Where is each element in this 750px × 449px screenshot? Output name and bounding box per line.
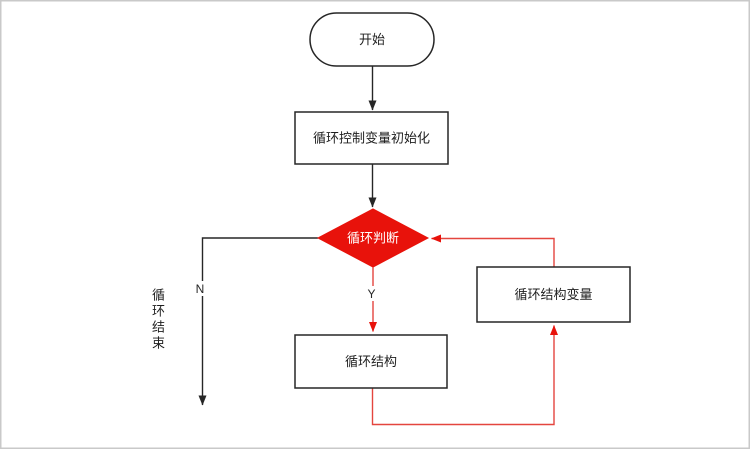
loop-var-node-shape: [476, 266, 631, 323]
edge-loop-var-to-decision: [431, 234, 555, 267]
branch-label-yes: Y: [366, 286, 377, 301]
init-node-label: 循环控制变量初始化: [313, 131, 430, 146]
branch-label-yes-bg: [366, 286, 377, 301]
loop-end-label: 循环结束: [150, 288, 165, 352]
branch-label-no-text: N: [196, 282, 205, 296]
loop-body-node: 循环结构: [294, 334, 448, 389]
start-node-shape: [309, 12, 435, 67]
init-node: 循环控制变量初始化: [294, 111, 449, 165]
start-node-label: 开始: [359, 32, 385, 47]
decision-node: 循环判断: [316, 208, 430, 268]
edge-decision-no-exit: [198, 237, 318, 406]
edge-loop-body-to-loop-var: [371, 325, 558, 426]
loop-var-node: 循环结构变量: [476, 266, 631, 323]
branch-label-no-bg: [195, 281, 205, 296]
decision-node-label: 循环判断: [347, 231, 399, 246]
loop-var-node-label: 循环结构变量: [514, 287, 592, 302]
loop-body-node-shape: [294, 334, 448, 389]
branch-label-no: N: [195, 281, 205, 296]
loop-body-node-label: 循环结构: [345, 354, 397, 369]
init-node-shape: [294, 111, 449, 165]
decision-node-shape: [316, 208, 430, 268]
branch-label-yes-text: Y: [367, 287, 375, 301]
start-node: 开始: [309, 12, 435, 67]
